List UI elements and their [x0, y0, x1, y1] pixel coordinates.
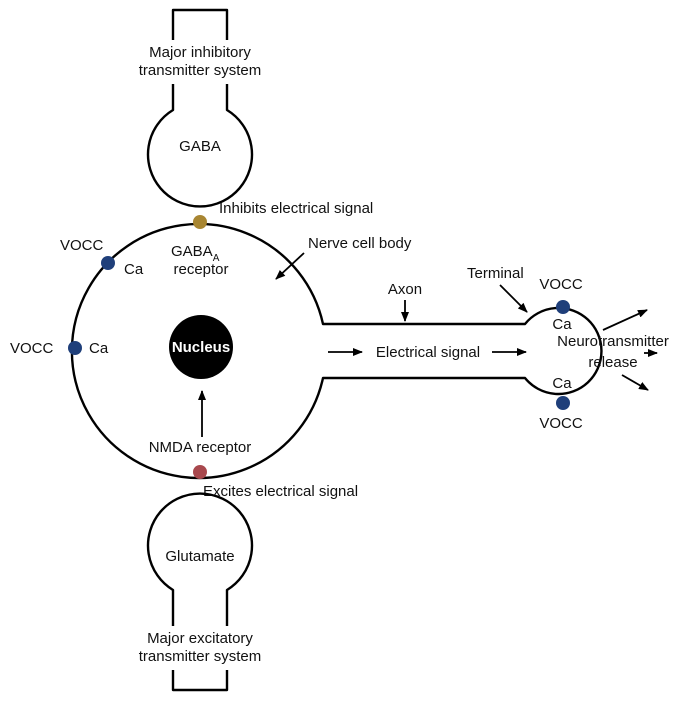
ca-upper-label: Ca: [124, 261, 144, 278]
ca-terminal-bottom-label: Ca: [552, 375, 572, 392]
release-arrow-down: [621, 374, 649, 391]
release-label: release: [588, 354, 637, 371]
inhibitory-system-line2: transmitter system: [139, 62, 262, 79]
vocc-channel-left: [68, 341, 82, 355]
vocc-terminal-bottom-label: VOCC: [539, 415, 583, 432]
inhibitory-label-mask: [136, 40, 264, 84]
gaba-a-receptor-dot: [193, 215, 207, 229]
nmda-receptor-label: NMDA receptor: [149, 439, 252, 456]
vocc-channel-terminal-top: [556, 300, 570, 314]
gaba-a-main: GABA: [171, 243, 213, 260]
excitatory-system-line1: Major excitatory: [147, 630, 253, 647]
excites-signal-label: Excites electrical signal: [203, 483, 358, 500]
inhibitory-system-line1: Major inhibitory: [149, 44, 251, 61]
gaba-a-receptor-label: GABAA: [171, 243, 220, 264]
gaba-a-subscript: A: [213, 253, 220, 264]
glutamate-label: Glutamate: [165, 548, 234, 565]
axon-label: Axon: [388, 281, 422, 298]
gaba-label: GABA: [179, 138, 221, 155]
vocc-upper-label: VOCC: [60, 237, 104, 254]
nmda-receptor-dot: [193, 465, 207, 479]
ca-terminal-top-label: Ca: [552, 316, 572, 333]
neurotransmitter-label: Neurotransmitter: [557, 333, 669, 350]
electrical-signal-label: Electrical signal: [376, 344, 480, 361]
release-arrow-up: [602, 309, 648, 331]
ca-left-label: Ca: [89, 340, 109, 357]
gaba-flask-outline: [146, 8, 254, 208]
terminal-arrow: [499, 284, 528, 313]
inhibits-signal-label: Inhibits electrical signal: [219, 200, 373, 217]
nucleus-label: Nucleus: [172, 339, 230, 356]
excitatory-system-line2: transmitter system: [139, 648, 262, 665]
glutamate-flask-outline: [146, 492, 254, 692]
vocc-channel-terminal-bottom: [556, 396, 570, 410]
nerve-cell-body-arrow: [275, 252, 305, 280]
vocc-channel-upper: [101, 256, 115, 270]
nerve-cell-body-label: Nerve cell body: [308, 235, 412, 252]
vocc-left-label: VOCC: [10, 340, 54, 357]
vocc-terminal-top-label: VOCC: [539, 276, 583, 293]
excitatory-label-mask: [136, 626, 264, 670]
receptor-label: receptor: [173, 261, 228, 278]
terminal-label: Terminal: [467, 265, 524, 282]
nucleus: [169, 315, 233, 379]
